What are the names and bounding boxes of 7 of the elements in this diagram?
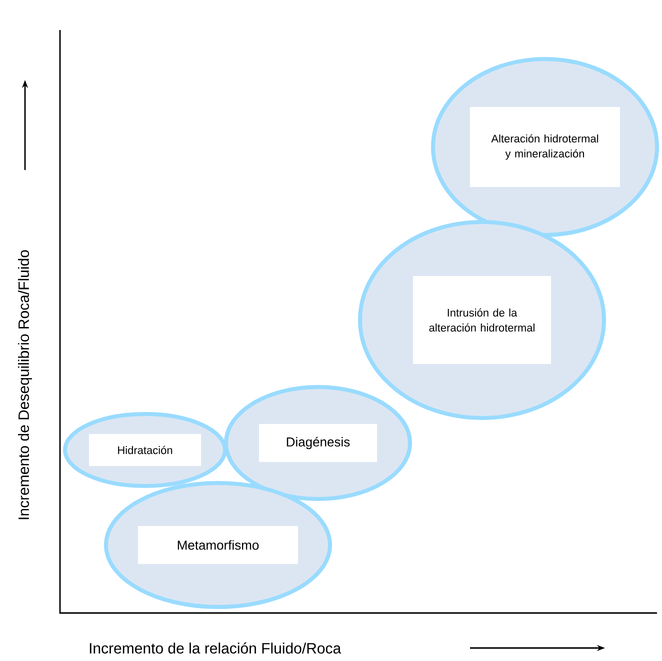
ellipse-node: Alteración hidrotermal y mineralización	[431, 57, 659, 237]
ellipse-node: Intrusión de la alteración hidrotermal	[358, 220, 606, 420]
axis-label: Incremento de la relación Fluido/Roca	[90, 642, 342, 654]
ellipse-node: Hidratación	[63, 412, 227, 488]
ellipse-node: Diagénesis	[224, 385, 412, 501]
axis-label: Incremento de Desequilibrio Roca/Fluido	[18, 250, 32, 520]
node-label: Metamorfismo	[178, 540, 259, 550]
